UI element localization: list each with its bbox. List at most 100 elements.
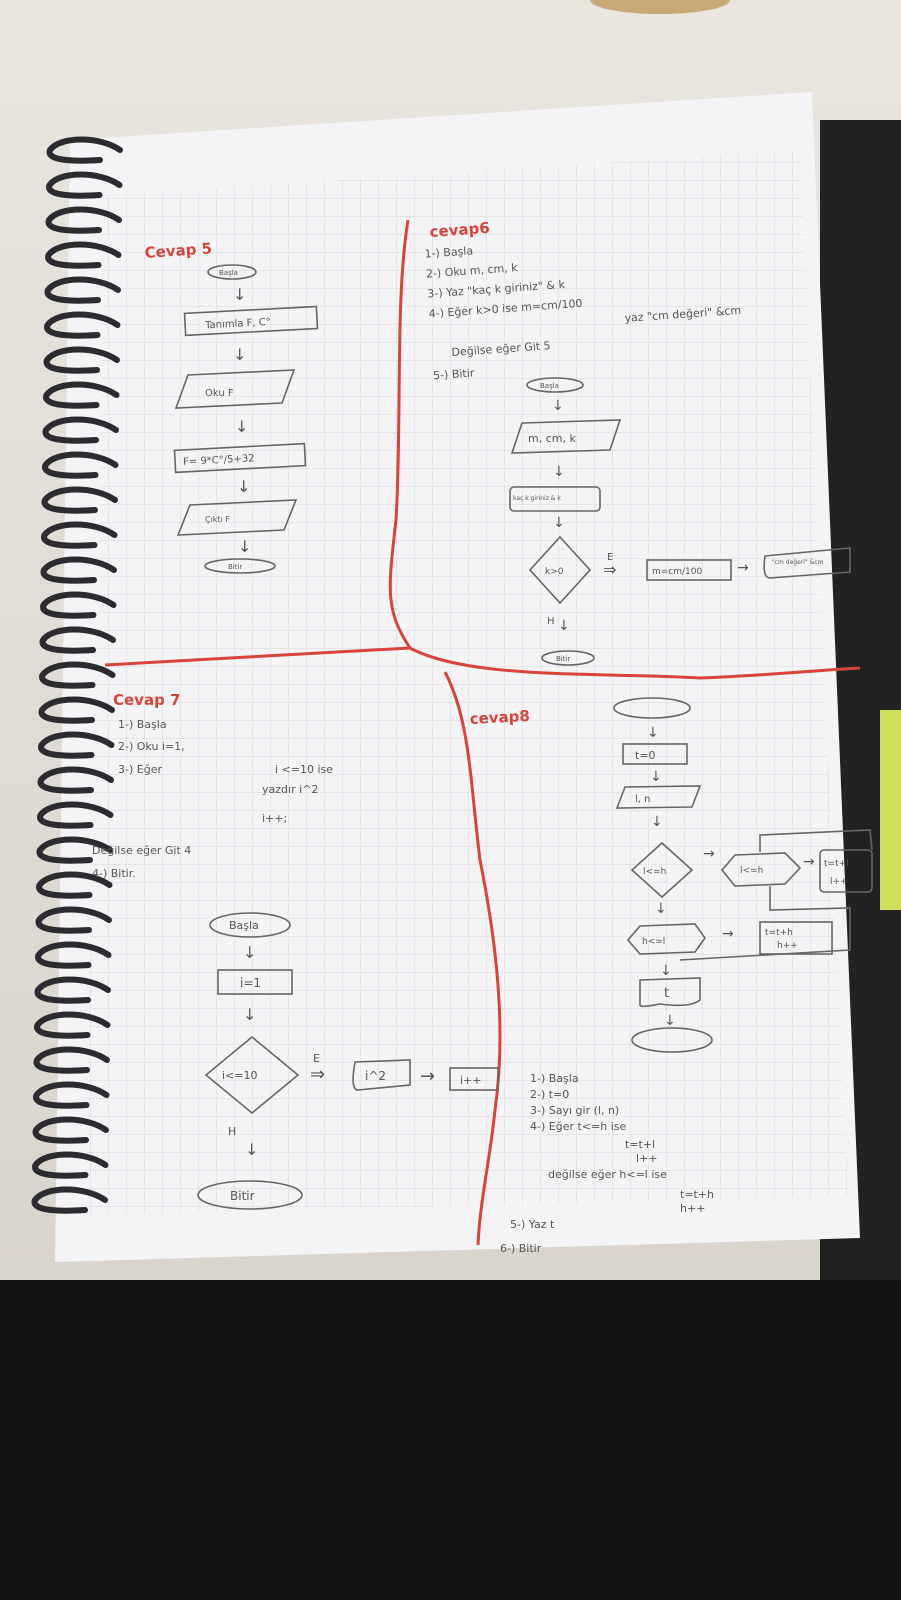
cevap7-output: i^2 [365,1069,386,1083]
cevap8-decision3-shape [626,923,706,955]
spiral-ring [45,241,122,269]
cevap7-decision-shape [204,1035,300,1115]
arrow-icon: ↓ [660,963,672,979]
spiral-ring [42,451,119,479]
cevap6-yes: E [607,552,613,563]
spiral-ring [36,871,113,899]
cevap5-end-shape [204,558,276,574]
cevap8-title: cevap8 [469,707,530,728]
spiral-ring [39,626,116,654]
arrow-icon: ↓ [558,618,570,634]
cevap8-step-4: 4-) Eğer t<=h ise [530,1120,626,1133]
cevap6-start: Başla [540,382,559,390]
arrow-icon: ↓ [238,537,251,556]
cevap8-decision1: l<=h [643,867,666,877]
cevap7-increment: i++ [460,1074,482,1087]
arrow-icon: ↓ [245,1140,258,1159]
spiral-ring [42,416,119,444]
spiral-ring [33,1081,110,1109]
cevap8-process2: t=t+h [765,928,793,938]
cevap6-process: m=cm/100 [652,567,703,577]
cevap8-start-shape [613,697,691,719]
cevap8-step-4e: t=t+h [680,1188,714,1201]
arrow-icon: ↓ [233,345,246,364]
green-object [880,710,901,910]
spiral-ring [41,486,118,514]
spiral-ring [44,276,121,304]
cevap8-decision3: h<=l [642,937,665,947]
arrow-icon: → [803,854,815,870]
cevap7-start: Başla [229,919,259,932]
cevap5-define-box [183,305,319,337]
cevap5-output: Çıktı F [205,515,230,524]
cevap7-step-3c: yazdır i^2 [262,783,318,796]
spiral-ring [37,766,114,794]
arrow-icon: ↓ [552,398,564,414]
arrow-icon: → [703,846,715,862]
spiral-ring [38,696,115,724]
grid-area [85,150,848,1215]
cevap8-process1: t=t+l [824,859,849,869]
divider-vertical-bottom [443,671,502,1246]
cevap8-decision2-shape [720,852,802,887]
cevap7-end-shape [197,1180,303,1210]
spiral-ring [38,731,115,759]
spiral-ring [34,976,111,1004]
cevap5-start: Başla [219,269,238,277]
arrow-icon: ↓ [664,1013,676,1029]
spiral-ring [37,801,114,829]
cevap5-start-shape [207,264,257,280]
cevap6-no: H [547,616,555,627]
loop-connector [759,829,873,852]
cevap5-read-shape [174,369,296,409]
arrow-icon: ↓ [237,477,250,496]
cevap8-output: t [664,986,669,1001]
cevap7-decision: i<=10 [222,1069,258,1082]
arrow-icon: ↓ [243,1005,256,1024]
cevap6-decision: k>0 [545,567,564,577]
spiral-ring [35,941,112,969]
cevap6-output: "cm değeri" &cm [772,559,824,566]
cevap8-process1b: l++ [830,877,848,887]
cevap6-step-5: 5-) Bitir [433,366,476,382]
cevap5-define: Tanımla F, C° [204,317,271,331]
biscuit [590,0,730,14]
cevap6-step-1: 1-) Başla [424,244,473,260]
arrow-icon: ↓ [655,901,667,917]
spiral-ring [32,1151,109,1179]
cevap6-end-shape [541,650,595,666]
cevap8-step-4b: t=t+l [625,1138,655,1151]
arrow-icon: ↓ [647,725,659,741]
cevap6-input-shape [510,419,622,454]
spiral-ring [35,906,112,934]
arrow-icon: ↓ [553,515,565,531]
cevap7-end: Bitir [230,1189,255,1203]
cevap5-calc-box [173,442,307,474]
cevap6-title: cevap6 [429,219,490,241]
arrow-icon: → [737,560,749,576]
spiral-ring [45,206,122,234]
cevap6-display-box [509,486,601,512]
cevap7-init: i=1 [240,976,261,990]
cevap8-step-3: 3-) Sayı gir (l, n) [530,1104,619,1117]
spiral-ring [40,556,117,584]
spiral-ring [43,346,120,374]
arrow-icon: → [420,1066,435,1087]
cevap8-input-shape [615,785,702,809]
cevap7-step-4: 4-) Bitir. [92,867,136,880]
cevap7-steps: 1-) Başla 2-) Oku i=1, 3-) Eğer i <=10 i… [92,718,333,880]
spiral-ring [33,1046,110,1074]
cevap7-start-shape [209,912,291,938]
spiral-ring [44,311,121,339]
arrow-icon: ⇒ [310,1064,325,1085]
cevap6-decision-shape [528,535,592,605]
arrow-icon: ↓ [235,417,248,436]
cevap7-step-2: 2-) Oku i=1, [118,740,185,753]
spiral-ring [46,171,123,199]
cevap6-end: Bitir [556,655,570,663]
arrow-icon: → [722,926,734,942]
dark-cloth [0,1280,901,1600]
cevap7-title: Cevap 7 [113,691,180,709]
cevap7-init-box [217,969,293,995]
